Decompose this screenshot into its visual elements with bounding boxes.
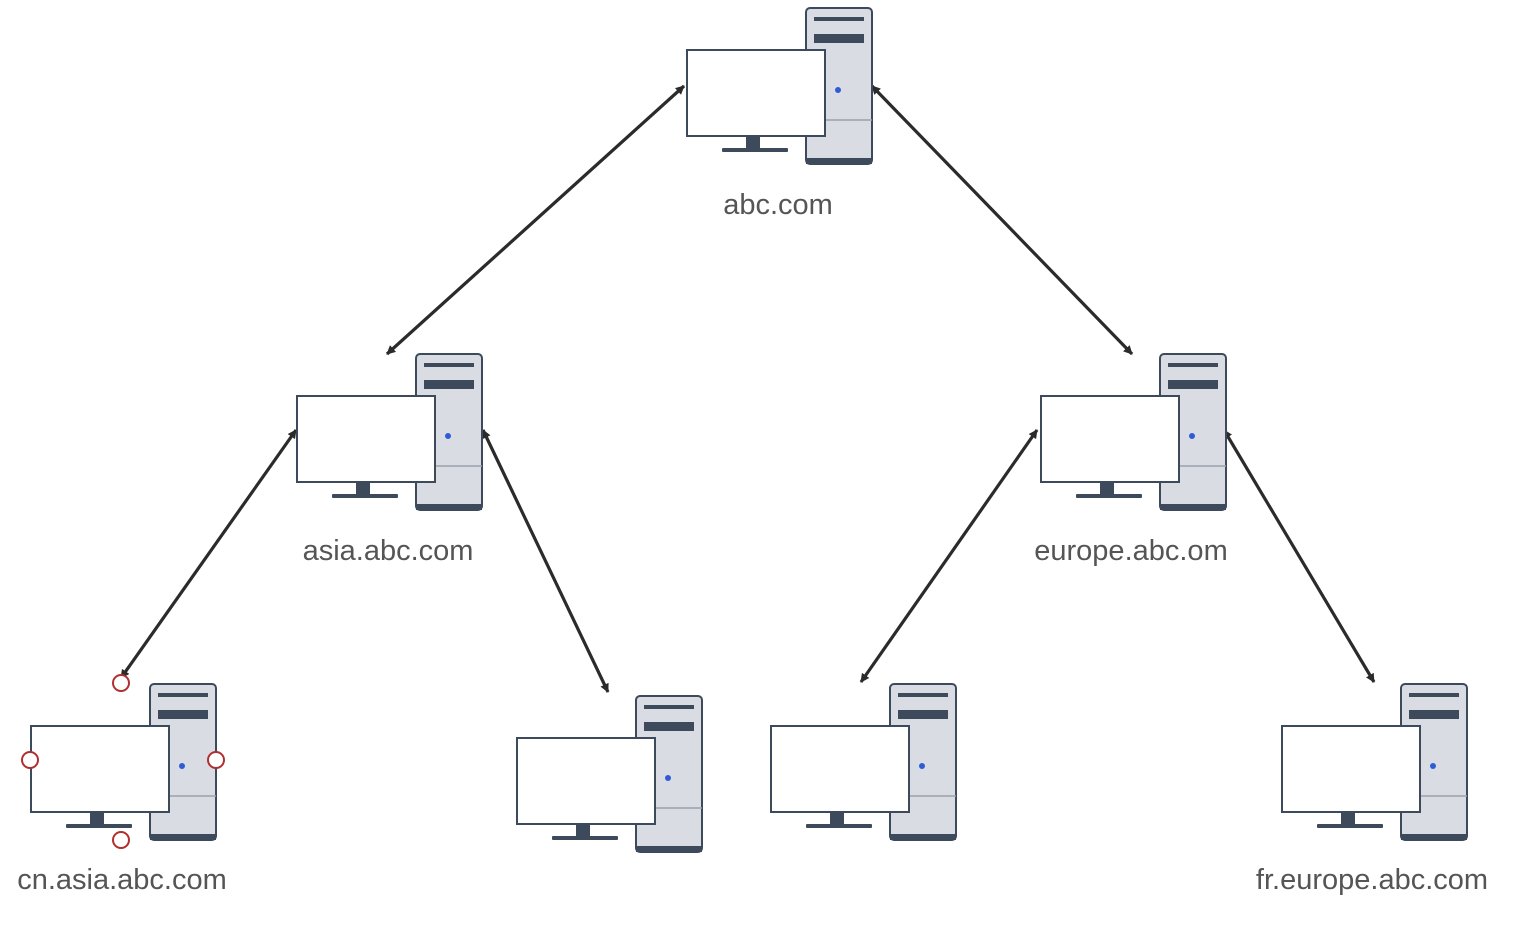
connection-europe-europe2[interactable] [859, 429, 1039, 683]
connection-root-asia[interactable] [385, 84, 686, 356]
node-root[interactable]: abc.com [686, 7, 873, 221]
connection-root-europe[interactable] [870, 84, 1134, 356]
node-asia2[interactable] [516, 695, 703, 853]
computer-icon [770, 683, 957, 841]
selection-handle-right[interactable] [207, 751, 225, 769]
node-label: asia.abc.com [303, 535, 474, 567]
node-europe[interactable]: europe.abc.om [1034, 353, 1228, 567]
selection-handles-layer [21, 674, 225, 849]
computer-icon [516, 695, 703, 853]
selection-handle-top[interactable] [112, 674, 130, 692]
computer-icon [1281, 683, 1468, 841]
computer-icon [686, 7, 873, 165]
node-label: abc.com [723, 189, 833, 221]
computer-icon [1040, 353, 1227, 511]
nodes-layer: abc.com asia.abc.com europe.abc.om cn.asia.… [17, 7, 1488, 896]
node-label: cn.asia.abc.com [17, 864, 227, 896]
node-fr[interactable]: fr.europe.abc.com [1256, 683, 1488, 896]
selection-handle-left[interactable] [21, 751, 39, 769]
connection-asia-asia2[interactable] [481, 429, 610, 693]
connection-europe-fr[interactable] [1222, 429, 1376, 683]
node-cn[interactable]: cn.asia.abc.com [17, 683, 227, 896]
connections-layer [119, 84, 1376, 693]
connection-asia-cn[interactable] [119, 429, 298, 679]
node-label: fr.europe.abc.com [1256, 864, 1488, 896]
node-label: europe.abc.om [1034, 535, 1227, 567]
selection-handle-bottom[interactable] [112, 831, 130, 849]
computer-icon [30, 683, 217, 841]
node-asia[interactable]: asia.abc.com [296, 353, 483, 567]
computer-icon [296, 353, 483, 511]
node-europe2[interactable] [770, 683, 957, 841]
